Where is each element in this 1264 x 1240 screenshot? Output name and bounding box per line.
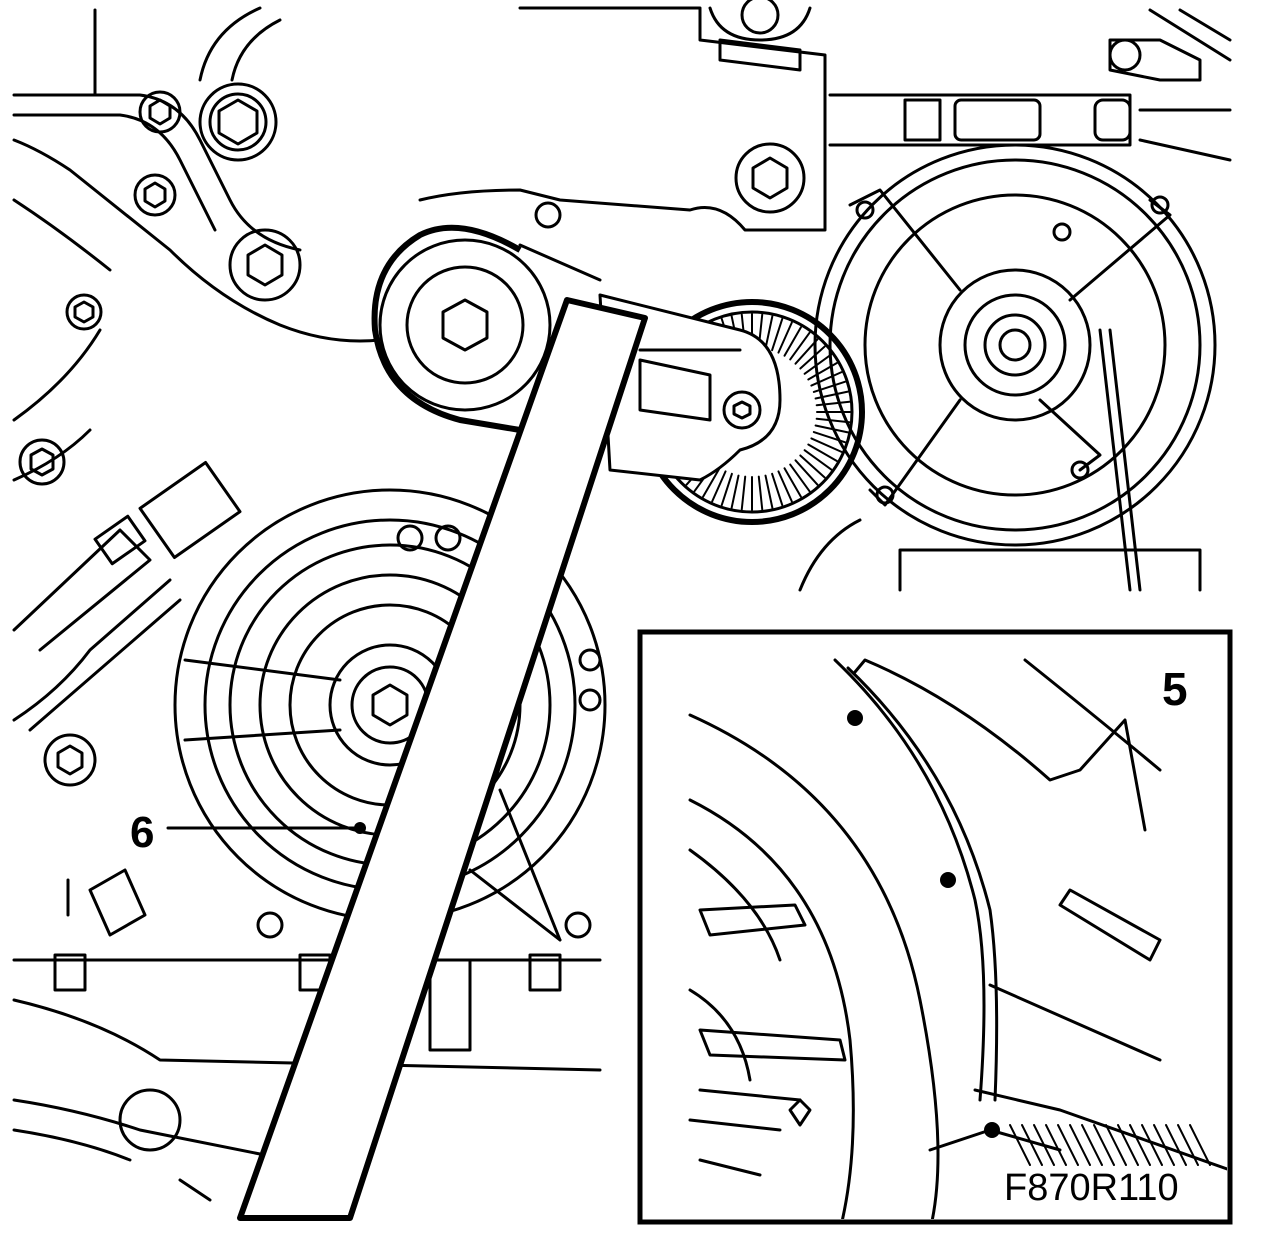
hatch-line <box>1129 1124 1151 1166</box>
hatch-line <box>1177 1124 1199 1166</box>
hatch-line <box>1021 1124 1043 1166</box>
hatch-line <box>1069 1124 1091 1166</box>
sensor-connector <box>12 460 242 937</box>
pulley-rib <box>771 472 784 507</box>
pulley-rib <box>777 321 793 354</box>
hatch-line <box>1153 1124 1175 1166</box>
engine-casting-outline <box>12 6 382 482</box>
pulley-rib <box>720 472 733 507</box>
pulley-rib <box>740 475 747 511</box>
hatch-line <box>1057 1124 1079 1166</box>
pulley-rib <box>789 463 811 493</box>
pulley-rib <box>789 331 811 361</box>
figure-code: F870R110 <box>1004 1167 1179 1209</box>
pulley-rib <box>803 449 833 471</box>
hatch-line <box>1081 1124 1103 1166</box>
pulley-rib <box>783 467 802 498</box>
callout-label-5: 5 <box>1162 663 1188 715</box>
hatch-line <box>1009 1124 1031 1166</box>
pulley-rib <box>799 454 826 479</box>
pulley-rib <box>799 345 826 370</box>
pulley-rib <box>807 443 838 462</box>
pulley-rib <box>757 475 764 511</box>
hex-bolts <box>18 82 806 1152</box>
pulley-rib <box>783 326 802 357</box>
hatch-line <box>1105 1124 1127 1166</box>
pulley-rib <box>810 437 843 453</box>
pulley-rib <box>814 424 849 434</box>
lever-tool <box>237 297 648 1221</box>
hatch-line <box>1045 1124 1067 1166</box>
pulley-rib <box>764 474 774 509</box>
pulley-rib <box>810 371 843 387</box>
idler-pulley <box>371 224 602 433</box>
alternator-pulley <box>798 143 1217 592</box>
hatch-line <box>1141 1124 1163 1166</box>
callout-6: 6 <box>130 808 366 857</box>
pulley-rib <box>711 470 727 503</box>
hatch-line <box>1117 1124 1139 1166</box>
hatch-line <box>1033 1124 1055 1166</box>
lower-casting <box>12 953 602 1202</box>
hatch-line <box>1093 1124 1115 1166</box>
pulley-rib <box>771 317 784 352</box>
top-cover-plate <box>418 0 1232 232</box>
inset-detail: 5 F870R110 <box>637 629 1233 1225</box>
pulley-rib <box>764 315 774 350</box>
hatch-line <box>1165 1124 1187 1166</box>
pulley-rib <box>777 470 793 503</box>
pulley-rib <box>815 417 851 424</box>
pulley-rib <box>803 353 833 375</box>
callout-label-6: 6 <box>130 808 154 857</box>
pulley-rib <box>815 400 851 407</box>
belt-tensioner <box>598 293 865 525</box>
pulley-rib <box>794 459 819 486</box>
pulley-rib <box>730 474 740 509</box>
hatch-line <box>1189 1124 1211 1166</box>
pulley-rib <box>702 467 721 498</box>
